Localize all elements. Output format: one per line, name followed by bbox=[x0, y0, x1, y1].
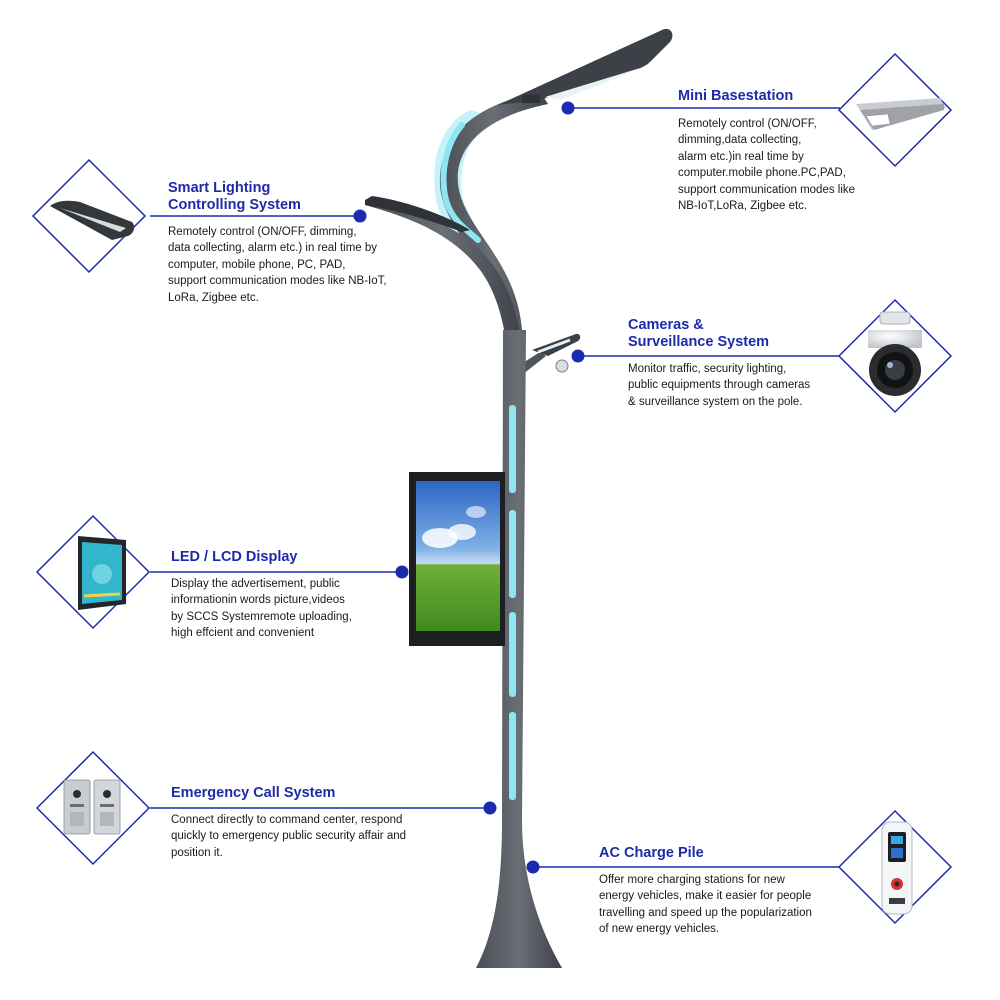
shaft-light-strip-4 bbox=[509, 712, 516, 800]
lighting-desc-line-4: support communication modes like NB-IoT, bbox=[168, 275, 387, 288]
charge-pile-title-line-1: AC Charge Pile bbox=[599, 845, 704, 861]
display-desc-line-1: Display the advertisement, public bbox=[171, 578, 340, 590]
charge-pile-desc-line-3: travelling and speed up the popularizati… bbox=[599, 906, 812, 919]
basestation-title: Mini Basestation bbox=[678, 88, 793, 105]
top-lamp-mount bbox=[522, 95, 540, 103]
cameras-title: Cameras & Surveillance System bbox=[628, 317, 769, 351]
connector-dot-lighting bbox=[353, 209, 367, 223]
emergency-title: Emergency Call System bbox=[171, 785, 335, 802]
lighting-title-line-2: Controlling System bbox=[168, 197, 301, 213]
basestation-desc-line-1: Remotely control (ON/OFF, bbox=[678, 118, 817, 130]
display-title: LED / LCD Display bbox=[171, 549, 298, 566]
lighting-desc-line-5: LoRa, Zigbee etc. bbox=[168, 291, 259, 304]
display-desc-line-4: high effcient and convenient bbox=[171, 627, 315, 640]
connectors bbox=[150, 101, 840, 874]
pole-lcd-display bbox=[409, 472, 505, 646]
basestation-description: Remotely control (ON/OFF, dimming,data c… bbox=[678, 116, 855, 214]
cameras-title-line-2: Surveillance System bbox=[628, 334, 770, 350]
emergency-desc-line-1: Connect directly to command center, resp… bbox=[171, 814, 403, 826]
lighting-desc-line-3: computer, mobile phone, PC, PAD, bbox=[168, 258, 346, 271]
lamp-head-icon bbox=[31, 158, 147, 274]
cameras-desc-line-1: Monitor traffic, security lighting, bbox=[628, 363, 787, 375]
ev-charger-icon bbox=[837, 809, 953, 925]
basestation-desc-line-2: dimming,data collecting, bbox=[678, 134, 802, 147]
intercom-panel-icon bbox=[35, 750, 151, 866]
smart-pole bbox=[365, 28, 673, 968]
lighting-desc-line-1: Remotely control (ON/OFF, dimming, bbox=[168, 226, 357, 238]
display-desc-line-2: informationin words picture,videos bbox=[171, 594, 345, 607]
connector-dot-basestation bbox=[561, 101, 575, 115]
emergency-desc-line-2: quickly to emergency public security aff… bbox=[171, 830, 407, 843]
emergency-title-line-1: Emergency Call System bbox=[171, 785, 336, 801]
lighting-title-line-1: Smart Lighting bbox=[168, 180, 271, 196]
connector-dot-charge bbox=[526, 860, 540, 874]
shaft-light-strip-2 bbox=[509, 510, 516, 598]
lcd-screen-icon bbox=[35, 514, 151, 630]
lower-arm bbox=[365, 198, 522, 360]
cameras-desc-line-3: & surveillance system on the pole. bbox=[628, 395, 803, 408]
charge-pile-title: AC Charge Pile bbox=[599, 845, 704, 862]
display-title-line-1: LED / LCD Display bbox=[171, 549, 298, 565]
main-shaft bbox=[476, 330, 562, 968]
lighting-title: Smart Lighting Controlling System bbox=[168, 180, 301, 214]
connector-dot-display bbox=[395, 565, 409, 579]
emergency-description: Connect directly to command center, resp… bbox=[171, 812, 406, 861]
basestation-desc-line-6: NB-IoT,LoRa, Zigbee etc. bbox=[678, 200, 808, 213]
display-description: Display the advertisement, public inform… bbox=[171, 576, 352, 642]
charge-pile-desc-line-4: of new energy vehicles. bbox=[599, 923, 720, 936]
basestation-desc-line-3: alarm etc.)in real time by bbox=[678, 150, 804, 163]
charge-pile-desc-line-1: Offer more charging stations for new bbox=[599, 874, 785, 886]
lighting-description: Remotely control (ON/OFF, dimming, data … bbox=[168, 224, 387, 306]
display-desc-line-3: by SCCS Systemremote uploading, bbox=[171, 610, 352, 623]
camera-light-lens bbox=[537, 338, 571, 354]
connector-dot-emergency bbox=[483, 801, 497, 815]
streetlight-head-icon bbox=[837, 52, 953, 168]
basestation-desc-line-5: support communication modes like bbox=[678, 183, 856, 196]
emergency-desc-line-3: position it. bbox=[171, 846, 223, 859]
shaft-light-strip-3 bbox=[509, 612, 516, 697]
top-lamp-lens bbox=[545, 68, 640, 100]
small-camera-dome bbox=[555, 359, 569, 373]
charge-pile-desc-line-2: energy vehicles, make it easier for peop… bbox=[599, 890, 812, 903]
cameras-description: Monitor traffic, security lighting, publ… bbox=[628, 361, 810, 410]
lighting-desc-line-2: data collecting, alarm etc.) in real tim… bbox=[168, 242, 378, 255]
basestation-title-line-1: Mini Basestation bbox=[678, 88, 794, 104]
upper-arm-light-strip bbox=[440, 122, 481, 243]
cameras-desc-line-2: public equipments through cameras bbox=[628, 379, 811, 392]
connector-dot-cameras bbox=[571, 349, 585, 363]
shaft-light-strip-1 bbox=[509, 405, 516, 493]
basestation-desc-line-4: computer.mobile phone.PC,PAD, bbox=[678, 167, 846, 180]
charge-pile-description: Offer more charging stations for new ene… bbox=[599, 872, 812, 938]
dome-camera-icon bbox=[837, 298, 953, 414]
cameras-title-line-1: Cameras & bbox=[628, 317, 704, 333]
lower-lamp-head bbox=[365, 196, 470, 232]
top-lamp-head bbox=[498, 28, 673, 106]
